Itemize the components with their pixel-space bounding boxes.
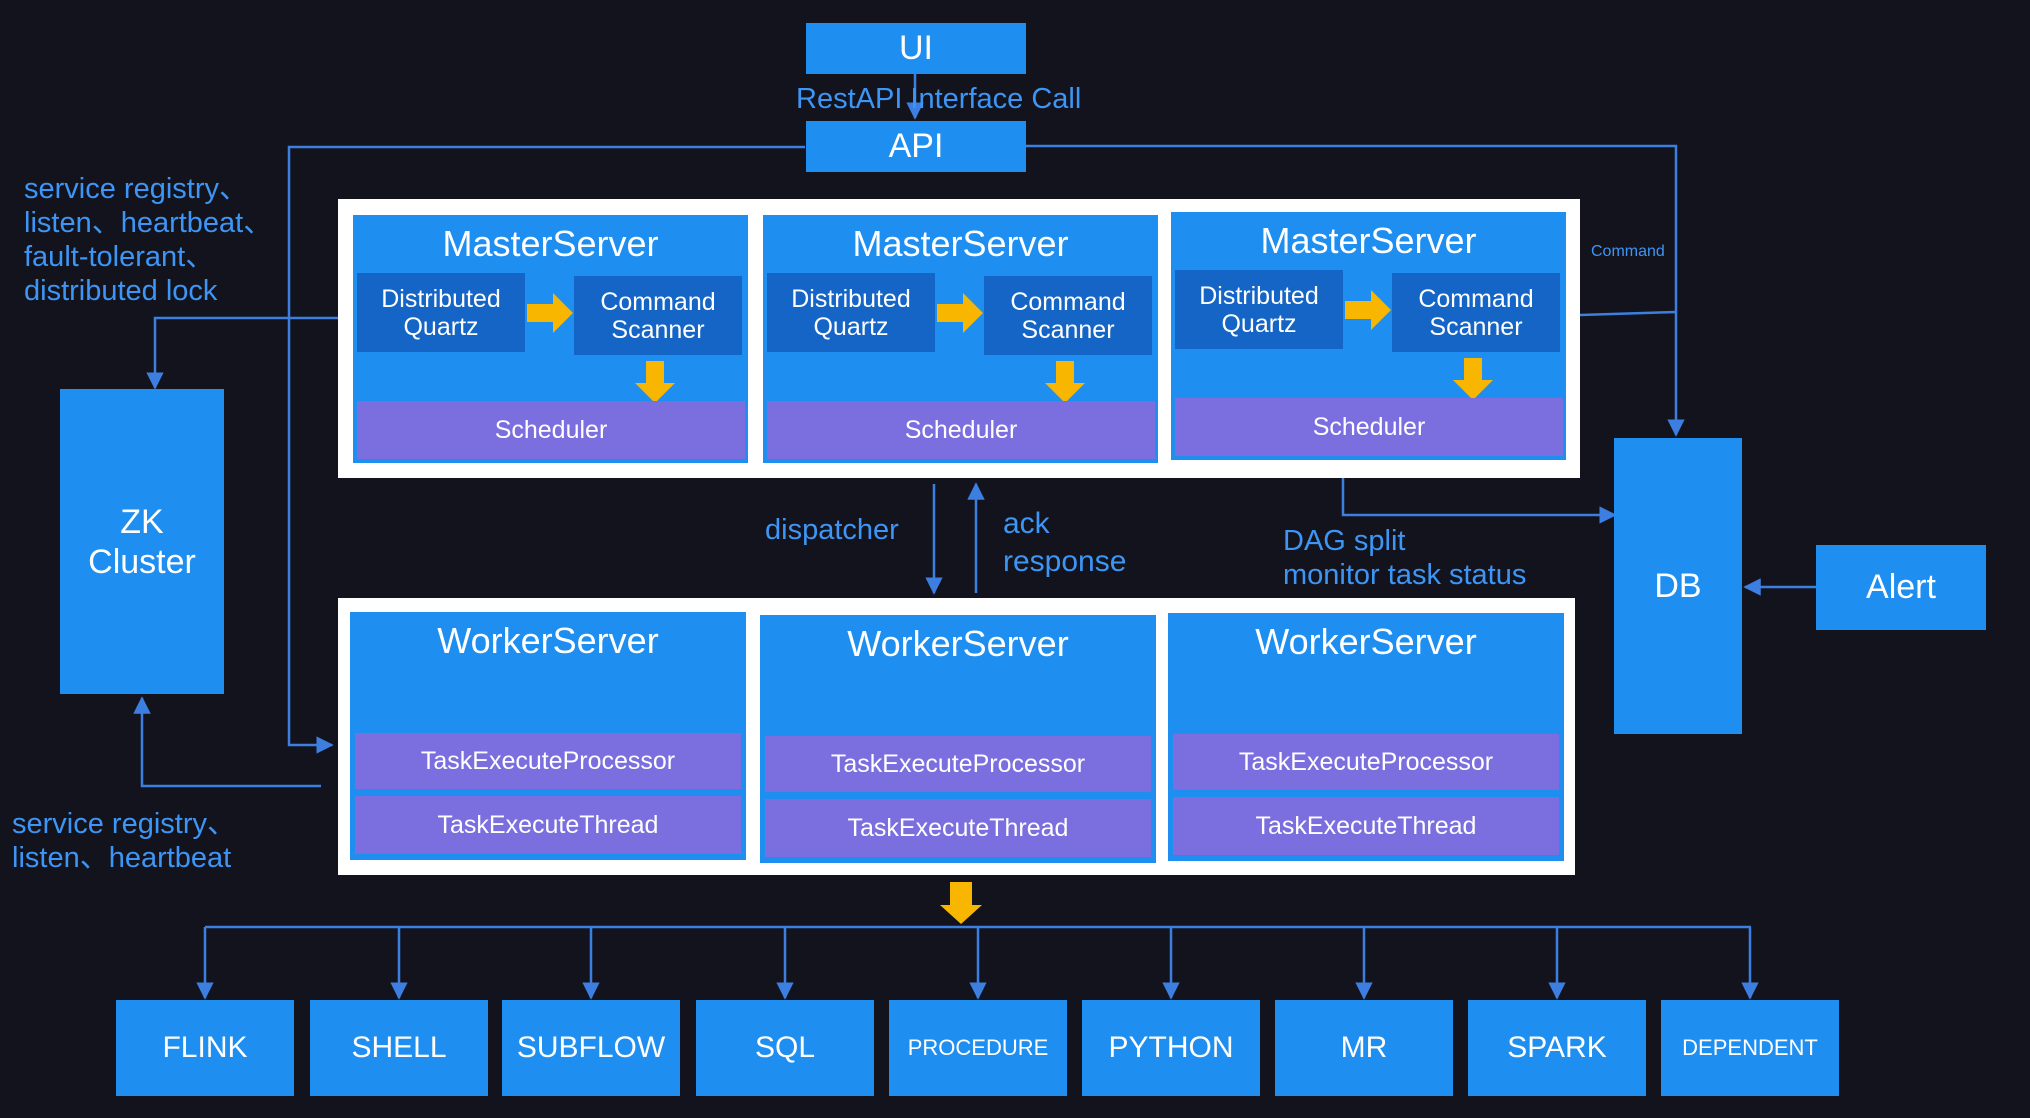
task-type-sql[interactable]: SQL — [696, 1000, 874, 1096]
task-execute-thread-lane[interactable]: TaskExecuteThread — [355, 796, 741, 854]
task-type-mr[interactable]: MR — [1275, 1000, 1453, 1096]
task-type-flink[interactable]: FLINK — [116, 1000, 294, 1096]
task-type-subflow[interactable]: SUBFLOW — [502, 1000, 680, 1096]
api-node[interactable]: API — [806, 121, 1026, 172]
command-connector — [1579, 310, 1677, 317]
master-server-2[interactable]: MasterServer Distributed Quartz Command … — [763, 215, 1158, 463]
worker-to-zk-connector — [133, 696, 321, 788]
zk-cluster-node[interactable]: ZK Cluster — [60, 389, 224, 694]
task-drop-connectors — [196, 927, 1759, 1000]
quartz-to-scanner-arrow — [527, 293, 573, 333]
quartz-to-scanner-arrow — [937, 293, 983, 333]
master-server-title: MasterServer — [1260, 220, 1477, 261]
task-execute-thread-lane[interactable]: TaskExecuteThread — [765, 799, 1151, 857]
task-execute-processor-lane[interactable]: TaskExecuteProcessor — [765, 736, 1151, 792]
master-server-title: MasterServer — [852, 223, 1069, 264]
scheduler-lane[interactable]: Scheduler — [767, 401, 1155, 459]
scheduler-lane[interactable]: Scheduler — [1175, 398, 1563, 456]
task-type-python[interactable]: PYTHON — [1082, 1000, 1260, 1096]
worker-server-title: WorkerServer — [1255, 621, 1477, 662]
api-to-worker-connector — [287, 145, 805, 754]
quartz-to-scanner-arrow — [1345, 290, 1391, 330]
worker-server-title: WorkerServer — [437, 620, 659, 661]
worker-server-2[interactable]: WorkerServer TaskExecuteProcessor TaskEx… — [760, 615, 1156, 863]
task-type-spark[interactable]: SPARK — [1468, 1000, 1646, 1096]
worker-server-1[interactable]: WorkerServer TaskExecuteProcessor TaskEx… — [350, 612, 746, 860]
dag-split-label: DAG split monitor task status — [1283, 525, 1527, 591]
worker-registry-label: service registry、 listen、heartbeat — [12, 808, 236, 874]
ui-node[interactable]: UI — [806, 23, 1026, 74]
master-server-title: MasterServer — [442, 223, 659, 264]
master-registry-label: service registry、 listen、heartbeat、 faul… — [24, 173, 273, 307]
master-server-1[interactable]: MasterServer Distributed Quartz Command … — [353, 215, 748, 463]
db-node[interactable]: DB — [1614, 438, 1742, 734]
task-type-procedure[interactable]: PROCEDURE — [889, 1000, 1067, 1096]
task-execute-processor-lane[interactable]: TaskExecuteProcessor — [1173, 734, 1559, 790]
scheduler-lane[interactable]: Scheduler — [357, 401, 745, 459]
master-to-zk-connector — [146, 316, 340, 390]
command-label: Command — [1591, 243, 1665, 260]
task-execute-thread-lane[interactable]: TaskExecuteThread — [1173, 797, 1559, 855]
worker-server-3[interactable]: WorkerServer TaskExecuteProcessor TaskEx… — [1168, 613, 1564, 861]
alert-node[interactable]: Alert — [1816, 545, 1986, 630]
worker-server-title: WorkerServer — [847, 623, 1069, 664]
restapi-label: RestAPI Interface Call — [796, 83, 1082, 115]
task-type-dependent[interactable]: DEPENDENT — [1661, 1000, 1839, 1096]
distributed-quartz-box[interactable]: Distributed Quartz — [767, 273, 935, 352]
worker-output-arrow — [940, 882, 982, 924]
command-scanner-box[interactable]: Command Scanner — [1392, 273, 1560, 352]
dispatcher-label: dispatcher — [765, 514, 899, 546]
master-server-3[interactable]: MasterServer Distributed Quartz Command … — [1171, 212, 1566, 460]
api-to-db-connector — [1025, 144, 1685, 437]
command-scanner-box[interactable]: Command Scanner — [984, 276, 1152, 355]
command-scanner-box[interactable]: Command Scanner — [574, 276, 742, 355]
distributed-quartz-box[interactable]: Distributed Quartz — [1175, 270, 1343, 349]
distributed-quartz-box[interactable]: Distributed Quartz — [357, 273, 525, 352]
scheduler-to-db-connector — [1341, 462, 1617, 524]
task-type-shell[interactable]: SHELL — [310, 1000, 488, 1096]
scanner-to-scheduler-arrow — [635, 361, 675, 403]
task-execute-processor-lane[interactable]: TaskExecuteProcessor — [355, 733, 741, 789]
ack-response-label: ack response — [1003, 507, 1127, 578]
scanner-to-scheduler-arrow — [1045, 361, 1085, 403]
scanner-to-scheduler-arrow — [1453, 358, 1493, 400]
